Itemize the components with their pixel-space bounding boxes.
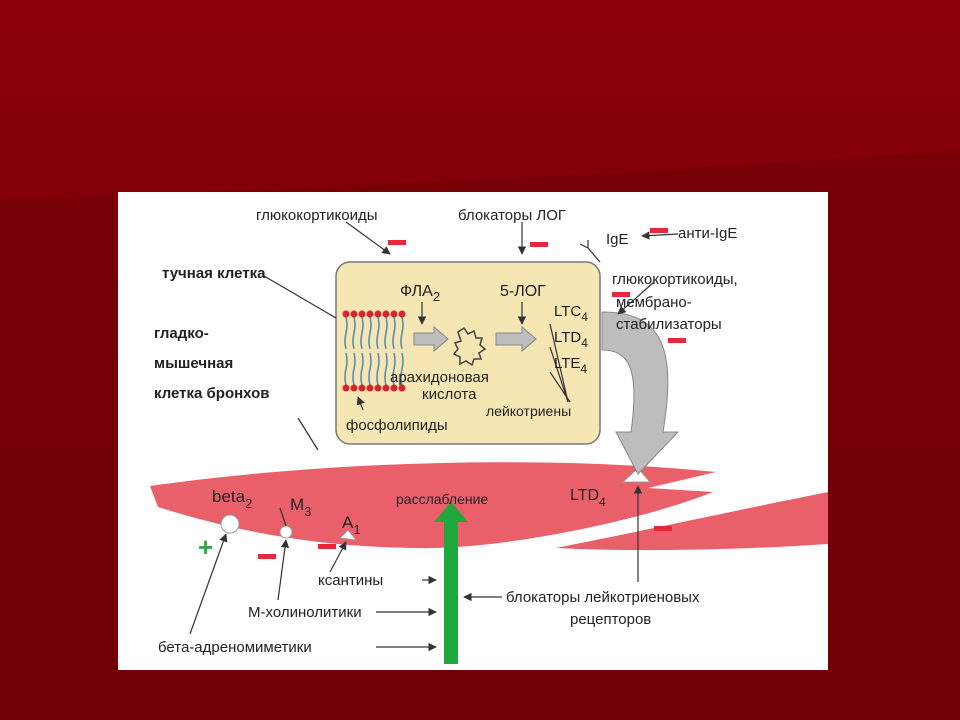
ltd4-release-arrow <box>601 311 680 475</box>
smooth-muscle-cell <box>150 462 716 549</box>
minus-xanthines <box>318 544 336 549</box>
label-ltd4-receptor: LTD4 <box>570 487 606 509</box>
phospholipid-bilayer <box>342 310 406 392</box>
label-m3: M3 <box>290 495 311 519</box>
label-smooth-muscle-3: клетка бронхов <box>154 385 270 402</box>
label-m-cholinolytics: М-холинолитики <box>248 604 362 621</box>
label-arachidonic-2: кислота <box>422 386 477 403</box>
plus-sign: + <box>198 532 213 562</box>
label-fla: ФЛА2 <box>400 283 440 304</box>
label-beta2: beta2 <box>212 487 252 511</box>
arrow-phospholipid-to-acid <box>413 325 449 353</box>
label-lt-receptor-blockers-1: блокаторы лейкотриеновых <box>506 589 700 606</box>
relaxation-arrow <box>434 502 468 664</box>
label-arachidonic-1: арахидоновая <box>390 369 489 386</box>
arachidonic-acid-molecule <box>452 326 487 367</box>
a1-receptor <box>338 529 358 541</box>
minus-glucocorticoids-right <box>612 292 630 297</box>
smooth-muscle-cell-right <box>556 492 828 551</box>
minus-glucocorticoids <box>388 240 406 245</box>
beta2-receptor <box>220 514 240 534</box>
label-a1: A1 <box>342 513 361 537</box>
arrow-acid-to-leukotrienes <box>495 325 537 353</box>
leader-lines <box>189 221 679 652</box>
label-glucocorticoids-top: глюкокортикоиды <box>256 207 378 224</box>
label-lt-receptor-blockers-2: рецепторов <box>570 611 651 628</box>
label-glucocorticoids-right: глюкокортикоиды, <box>612 271 738 288</box>
label-log-blockers: блокаторы ЛОГ <box>458 207 566 224</box>
minus-membrane-stabilizers <box>668 338 686 343</box>
ltd4-receptor <box>621 467 652 483</box>
label-beta-adrenomimetics: бета-адреномиметики <box>158 639 312 656</box>
label-ltd4: LTD4 <box>554 329 588 350</box>
label-smooth-muscle-1: гладко- <box>154 325 209 342</box>
label-leukotrienes: лейкотриены <box>486 403 571 419</box>
label-phospholipids: фосфолипиды <box>346 417 448 434</box>
diagram-panel: + глюкокортикоиды блокаторы ЛОГ IgE анти… <box>118 192 828 670</box>
label-relaxation: расслабление <box>396 491 488 507</box>
label-smooth-muscle-2: мышечная <box>154 355 233 372</box>
minus-log-blockers <box>530 242 548 247</box>
label-lte4: LTE4 <box>554 355 587 376</box>
label-membrane-2: стабилизаторы <box>616 316 722 333</box>
label-ltc4: LTC4 <box>554 303 588 324</box>
label-ige: IgE <box>606 231 629 248</box>
minus-lt-receptor-blockers <box>654 526 672 531</box>
label-membrane-1: мембрано- <box>616 294 692 311</box>
mast-cell <box>335 261 601 445</box>
label-5-log: 5-ЛОГ <box>500 283 546 300</box>
diagram: + глюкокортикоиды блокаторы ЛОГ IgE анти… <box>150 207 828 664</box>
label-mast-cell: тучная клетка <box>162 265 266 282</box>
minus-anti-ige <box>650 228 668 233</box>
minus-m-cholinolytics <box>258 554 276 559</box>
m3-receptor <box>279 525 293 539</box>
minus-signs <box>258 228 686 559</box>
label-xanthines: ксантины <box>318 572 383 589</box>
label-anti-ige: анти-IgE <box>678 225 737 242</box>
